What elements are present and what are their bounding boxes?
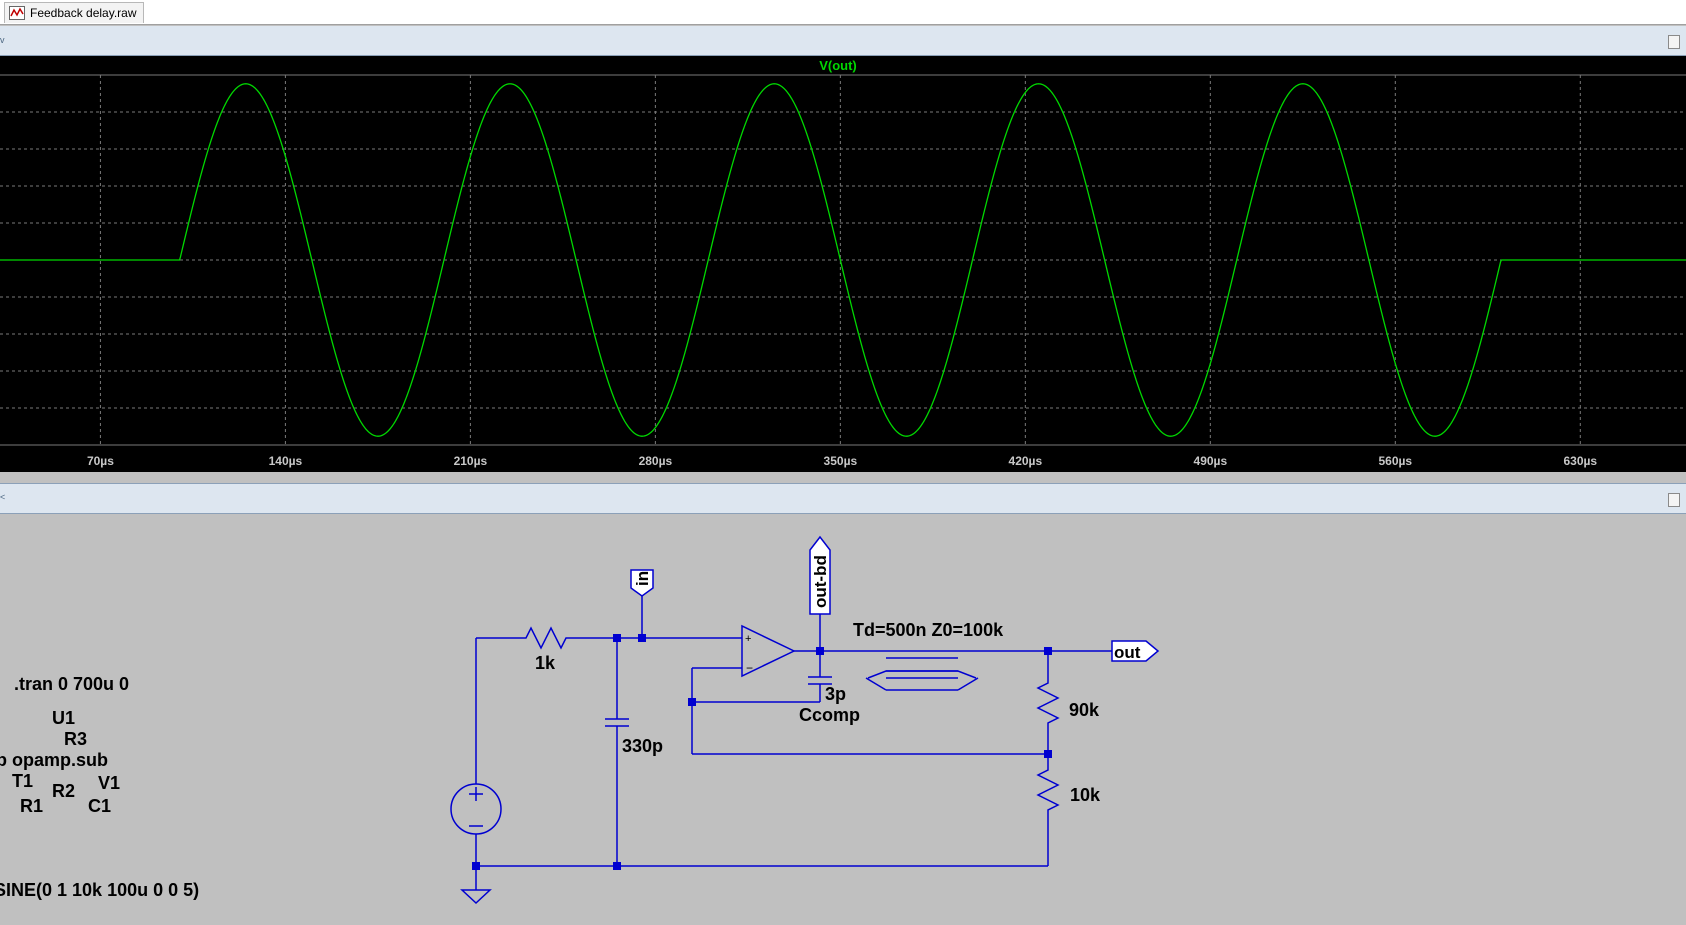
opamp-plus-sign: + xyxy=(745,633,751,645)
x-tick-label: 490µs xyxy=(1194,454,1228,468)
pane-arrow-icon: v xyxy=(0,35,5,45)
x-tick-label: 350µs xyxy=(824,454,858,468)
tab-title: Feedback delay.raw xyxy=(30,6,137,20)
tran-directive[interactable]: .tran 0 700u 0 xyxy=(14,674,129,694)
voltage-source-v1[interactable] xyxy=(450,638,502,866)
capacitor-c-in[interactable] xyxy=(605,638,629,866)
ref-r3: R3 xyxy=(64,729,87,749)
x-tick-label: 140µs xyxy=(269,454,303,468)
x-tick-label: 210µs xyxy=(454,454,488,468)
svg-text:out-bd: out-bd xyxy=(811,555,830,608)
resistor-r3[interactable] xyxy=(1036,754,1060,866)
x-tick-label: 560µs xyxy=(1379,454,1413,468)
value-r3[interactable]: 10k xyxy=(1070,785,1101,805)
value-r2[interactable]: 90k xyxy=(1069,700,1100,720)
value-c-in[interactable]: 330p xyxy=(622,736,663,756)
ref-t1: T1 xyxy=(12,771,33,791)
ref-u1: U1 xyxy=(52,708,75,728)
lib-directive[interactable]: b opamp.sub xyxy=(0,750,108,770)
capacitor-ccomp[interactable] xyxy=(692,651,832,703)
ref-c1: C1 xyxy=(88,796,111,816)
svg-text:in: in xyxy=(633,571,652,586)
x-tick-label: 70µs xyxy=(87,454,114,468)
trace-vout[interactable] xyxy=(0,83,1686,437)
junctions xyxy=(472,634,1052,870)
value-ccomp[interactable]: 3p xyxy=(825,684,846,704)
ground-symbol xyxy=(460,866,492,905)
pane-restore-button[interactable] xyxy=(1668,493,1680,507)
ref-r1: R1 xyxy=(20,796,43,816)
net-flag-in[interactable]: in xyxy=(630,569,654,597)
document-tab[interactable]: Feedback delay.raw xyxy=(4,2,144,23)
net-flag-out-bd[interactable]: out-bd xyxy=(809,535,831,615)
document-tab-bar: Feedback delay.raw xyxy=(0,0,1686,25)
net-flag-out[interactable]: out xyxy=(1111,640,1160,662)
pane-arrow-icon: < xyxy=(0,492,6,502)
x-tick-label: 630µs xyxy=(1563,454,1597,468)
ref-v1: V1 xyxy=(98,773,120,793)
schematic-pane-titlebar: < xyxy=(0,483,1686,514)
ref-r2: R2 xyxy=(52,781,75,801)
resistor-r1[interactable] xyxy=(520,626,573,650)
resistor-r2[interactable] xyxy=(1036,651,1060,754)
source-value[interactable]: SINE(0 1 10k 100u 0 0 5) xyxy=(0,880,199,900)
waveform-pane-titlebar: v xyxy=(0,26,1686,56)
trace-label[interactable]: V(out) xyxy=(819,58,857,73)
name-ccomp[interactable]: Ccomp xyxy=(799,705,860,725)
opamp-minus-sign: − xyxy=(746,661,753,675)
value-r1[interactable]: 1k xyxy=(535,653,556,673)
x-tick-label: 420µs xyxy=(1009,454,1043,468)
waveform-plot[interactable]: V(out) 70µs 140µs 210µs 280µs 350µs 420µs 490µ… xyxy=(0,56,1686,472)
schematic-editor[interactable]: .tran 0 700u 0 U1 R3 b opamp.sub T1 V1 R… xyxy=(0,514,1686,920)
pane-restore-button[interactable] xyxy=(1668,35,1680,49)
x-tick-label: 280µs xyxy=(639,454,673,468)
value-tline[interactable]: Td=500n Z0=100k xyxy=(853,620,1004,640)
transmission-line-t1[interactable] xyxy=(865,650,979,691)
svg-text:out: out xyxy=(1114,643,1141,662)
opamp-u1[interactable] xyxy=(692,624,796,678)
waveform-icon xyxy=(9,6,25,20)
